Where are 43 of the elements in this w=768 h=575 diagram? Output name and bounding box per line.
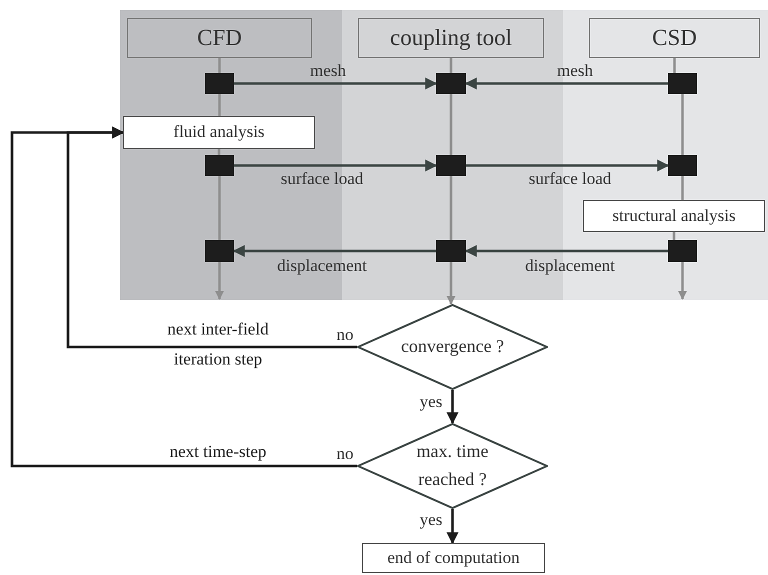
edge-label: surface load [280, 169, 364, 189]
arrow [446, 509, 458, 544]
column-header: CSD [589, 18, 760, 58]
exchange-point [436, 155, 466, 176]
process-box: fluid analysis [123, 116, 315, 149]
exchange-point [205, 73, 234, 94]
exchange-point [436, 240, 466, 262]
loop-note: next inter-field iteration step [166, 318, 270, 370]
arrow [446, 262, 456, 305]
edge-label: displacement [277, 256, 367, 276]
edge-label: no [336, 325, 354, 345]
edge-label: displacement [525, 256, 615, 276]
column-header: coupling tool [358, 18, 544, 58]
arrow [234, 160, 438, 172]
edge-label: mesh [557, 61, 593, 81]
column-header: CFD [127, 18, 312, 58]
arrow [464, 78, 668, 90]
exchange-point [205, 155, 234, 176]
exchange-point [436, 73, 466, 94]
arrow [464, 245, 668, 257]
arrow [234, 78, 438, 90]
exchange-point [205, 240, 234, 262]
decision-diamond [357, 304, 548, 390]
process-box: end of computation [362, 543, 545, 573]
arrow [446, 390, 458, 424]
edge-label: no [336, 444, 354, 464]
arrow [215, 262, 224, 300]
edge-label: yes [420, 392, 442, 412]
edge-label: yes [420, 510, 442, 530]
decision-diamond [357, 423, 548, 509]
loop-note: next time-step [168, 441, 268, 464]
arrow [466, 160, 670, 172]
exchange-point [668, 155, 697, 176]
process-box: structural analysis [583, 200, 765, 232]
exchange-point [668, 240, 697, 262]
arrow [232, 245, 436, 257]
edge-label: mesh [310, 61, 346, 81]
decision-text: convergence ? [400, 335, 504, 358]
exchange-point [668, 73, 697, 94]
decision-text: max. time reached ? [416, 440, 490, 491]
arrow [678, 262, 687, 300]
edge-label: surface load [528, 169, 612, 189]
arrow [10, 126, 357, 468]
